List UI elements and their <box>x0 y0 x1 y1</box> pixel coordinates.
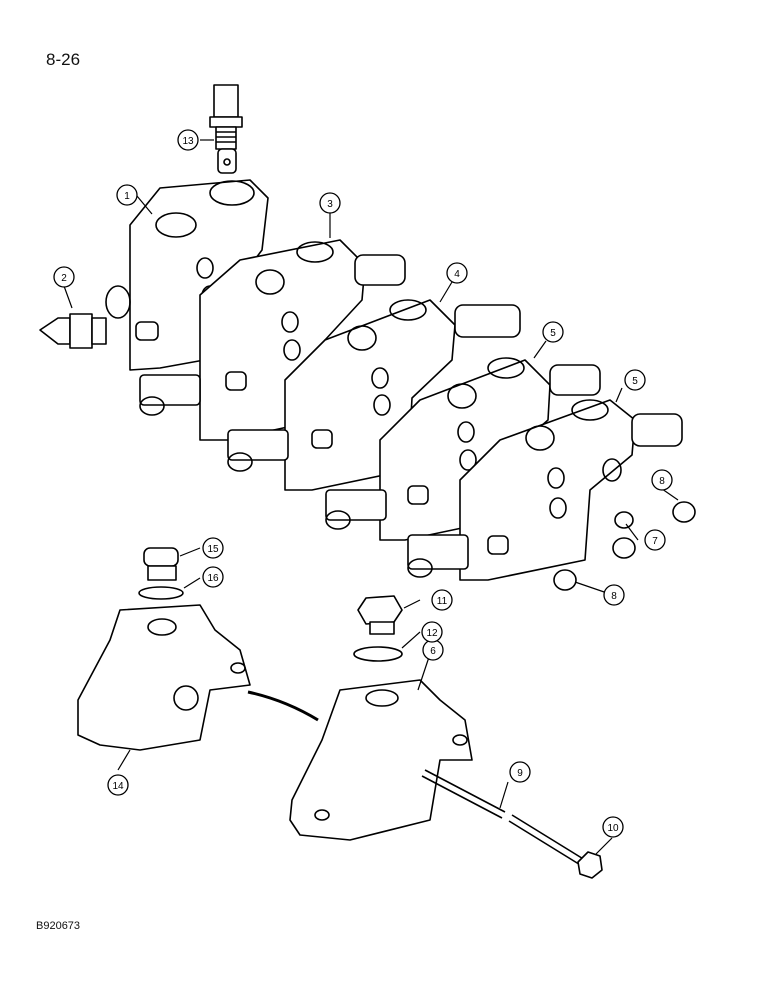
inlet-fitting <box>39 313 107 349</box>
tie-rod <box>421 769 586 867</box>
svg-text:11: 11 <box>437 596 448 607</box>
figure-code: B920673 <box>36 920 81 932</box>
callout-8b: 8 <box>603 584 625 606</box>
svg-text:15: 15 <box>207 544 219 555</box>
svg-text:9: 9 <box>517 768 523 779</box>
plug-15 <box>138 547 184 600</box>
callout-14: 14 <box>107 774 129 796</box>
callout-1: 1 <box>116 184 138 206</box>
callout-8a: 8 <box>651 469 673 491</box>
callout-7: 7 <box>644 529 666 551</box>
callout-10: 10 <box>602 816 624 838</box>
callout-9: 9 <box>509 761 531 783</box>
callout-16: 16 <box>202 566 224 588</box>
callout-5b: 5 <box>624 369 646 391</box>
spool-section-4 <box>227 299 521 491</box>
svg-text:14: 14 <box>112 781 124 792</box>
spool-section-3 <box>139 239 406 441</box>
svg-text:8: 8 <box>611 591 617 602</box>
svg-text:12: 12 <box>426 628 438 639</box>
callouts: 1 2 3 4 5 5 6 7 8 8 9 10 11 12 13 14 15 … <box>53 129 673 838</box>
relief-valve-cartridge <box>209 84 243 174</box>
svg-text:10: 10 <box>607 823 619 834</box>
svg-text:8: 8 <box>659 476 665 487</box>
callout-5a: 5 <box>542 321 564 343</box>
outlet-cover-6 <box>289 679 473 841</box>
svg-text:1: 1 <box>124 191 130 202</box>
callout-15: 15 <box>202 537 224 559</box>
plug-11 <box>353 595 403 662</box>
callout-2: 2 <box>53 266 75 288</box>
callout-3: 3 <box>319 192 341 214</box>
connector-line <box>247 690 319 722</box>
outlet-cover-14 <box>77 604 251 751</box>
page-number: 8-26 <box>46 50 81 69</box>
svg-text:2: 2 <box>61 273 67 284</box>
svg-text:5: 5 <box>632 376 638 387</box>
svg-text:13: 13 <box>182 136 194 147</box>
o-rings <box>553 501 696 591</box>
spool-section-5a <box>325 357 601 541</box>
svg-text:3: 3 <box>327 199 333 210</box>
spool-section-5b <box>407 399 683 581</box>
hex-nut <box>577 851 603 879</box>
svg-text:16: 16 <box>207 573 219 584</box>
callout-12: 12 <box>421 621 443 643</box>
svg-text:4: 4 <box>454 269 460 280</box>
callout-13: 13 <box>177 129 199 151</box>
callout-6: 6 <box>422 639 444 661</box>
svg-text:6: 6 <box>430 646 436 657</box>
callout-4: 4 <box>446 262 468 284</box>
svg-text:5: 5 <box>550 328 556 339</box>
callout-11: 11 <box>431 589 453 611</box>
svg-text:7: 7 <box>652 536 658 547</box>
